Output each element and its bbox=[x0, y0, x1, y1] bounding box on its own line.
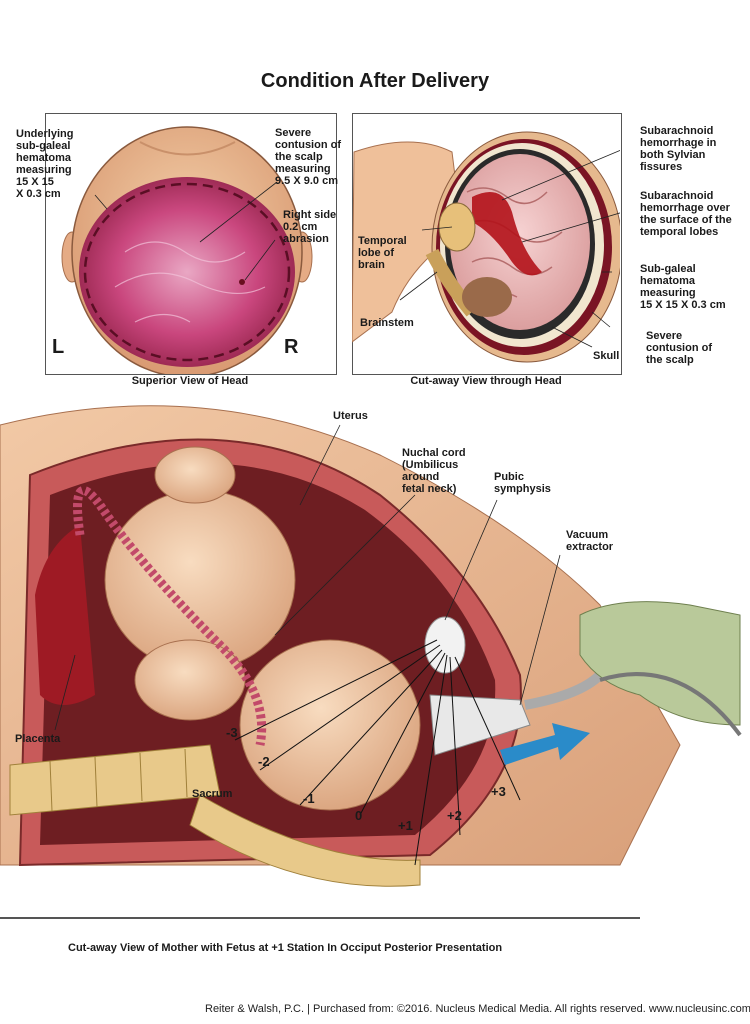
page-title: Condition After Delivery bbox=[260, 70, 490, 92]
superior-view-panel bbox=[45, 113, 337, 375]
station-plus-3: +3 bbox=[491, 784, 506, 799]
skull-label: Skull bbox=[593, 350, 620, 362]
station-plus-2: +2 bbox=[447, 808, 462, 823]
superior-view-caption: Superior View of Head bbox=[131, 375, 249, 387]
copyright-footer: Reiter & Walsh, P.C. | Purchased from: ©… bbox=[205, 1003, 750, 1015]
cutaway-head-caption: Cut-away View through Head bbox=[410, 375, 562, 387]
station-minus-2: -2 bbox=[258, 754, 270, 769]
station-plus-1: +1 bbox=[398, 818, 413, 833]
cutaway-head-panel bbox=[352, 113, 622, 375]
left-side-marker: L bbox=[52, 336, 65, 358]
sacrum-label: Sacrum bbox=[192, 788, 233, 800]
placenta-label: Placenta bbox=[15, 733, 61, 745]
superior-head-illustration bbox=[61, 126, 313, 374]
mother-view-caption: Cut-away View of Mother with Fetus at +1… bbox=[68, 942, 503, 954]
cutaway-head-illustration bbox=[352, 131, 620, 363]
mother-fetus-illustration bbox=[0, 405, 742, 919]
station-0: 0 bbox=[355, 808, 363, 823]
uterus-label: Uterus bbox=[333, 410, 368, 422]
station-minus-1: -1 bbox=[303, 791, 315, 806]
station-minus-3: -3 bbox=[226, 725, 238, 740]
right-side-marker: R bbox=[284, 336, 299, 358]
brainstem-label: Brainstem bbox=[360, 317, 414, 329]
